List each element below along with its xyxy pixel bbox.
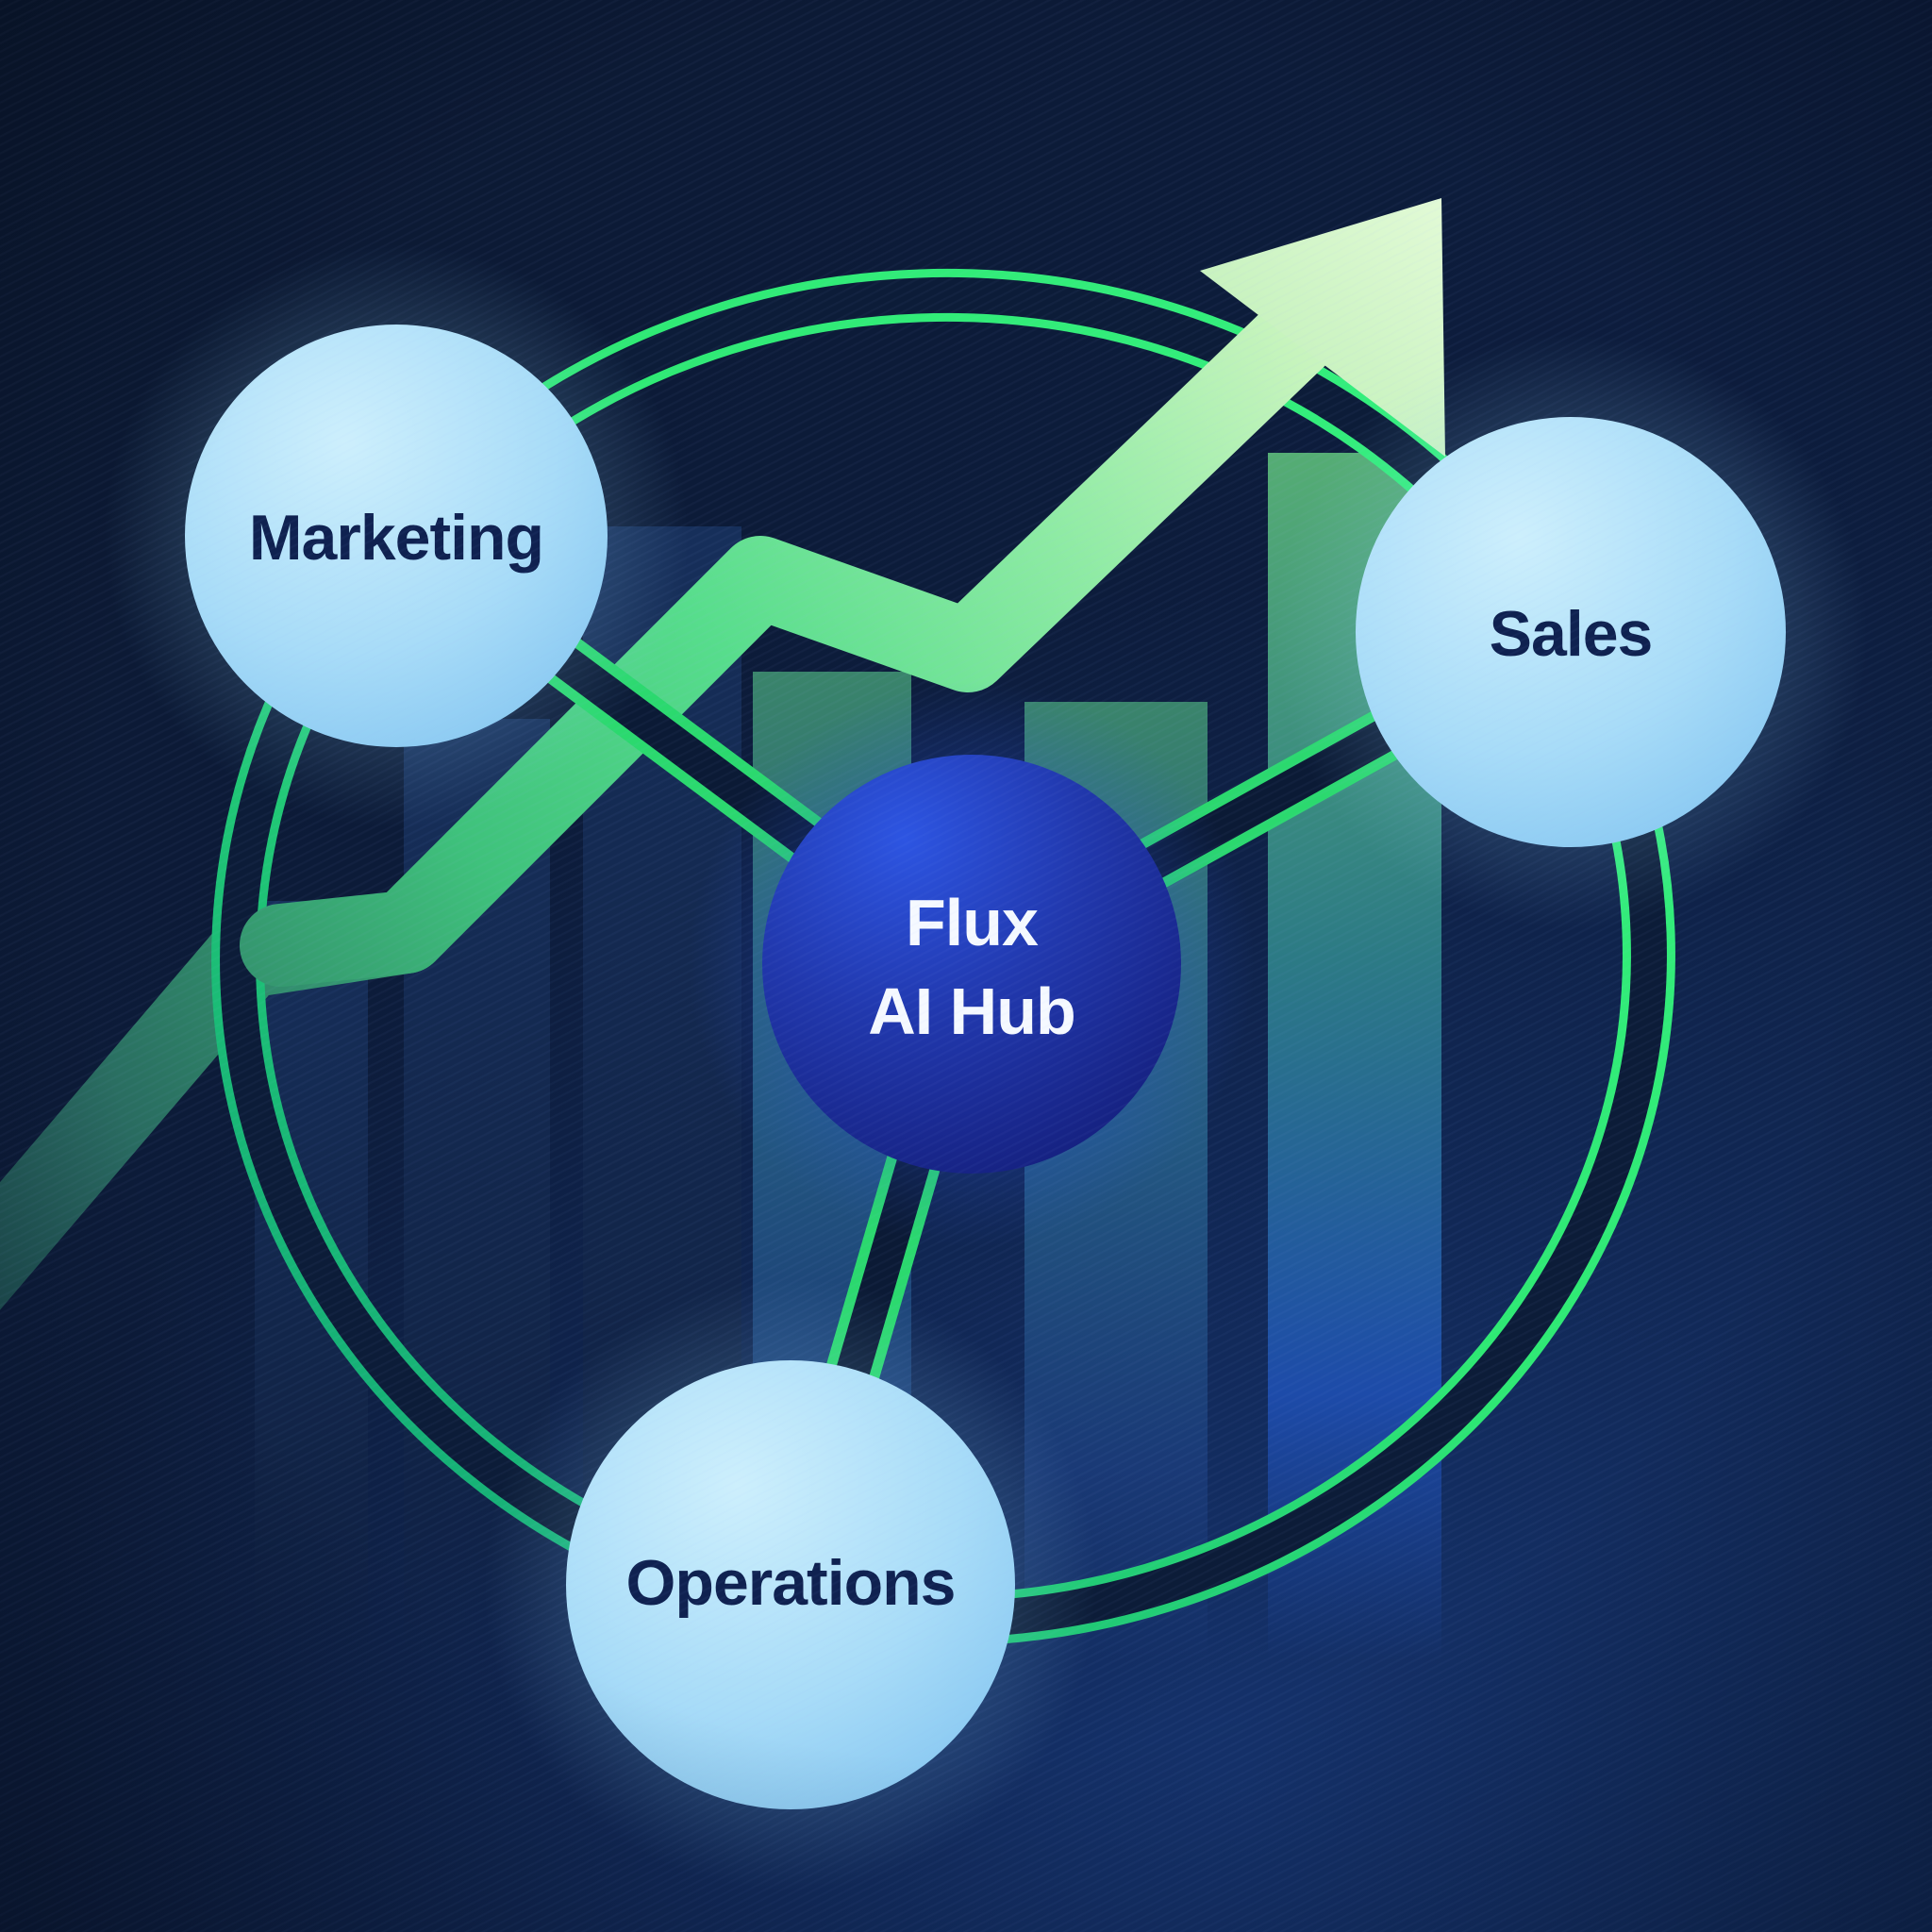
diagram-canvas: Marketing Sales Operations Flux AI Hub (0, 0, 1932, 1932)
hub-spoke-diagram: Marketing Sales Operations Flux AI Hub (0, 0, 1932, 1932)
vignette (0, 0, 1932, 1932)
